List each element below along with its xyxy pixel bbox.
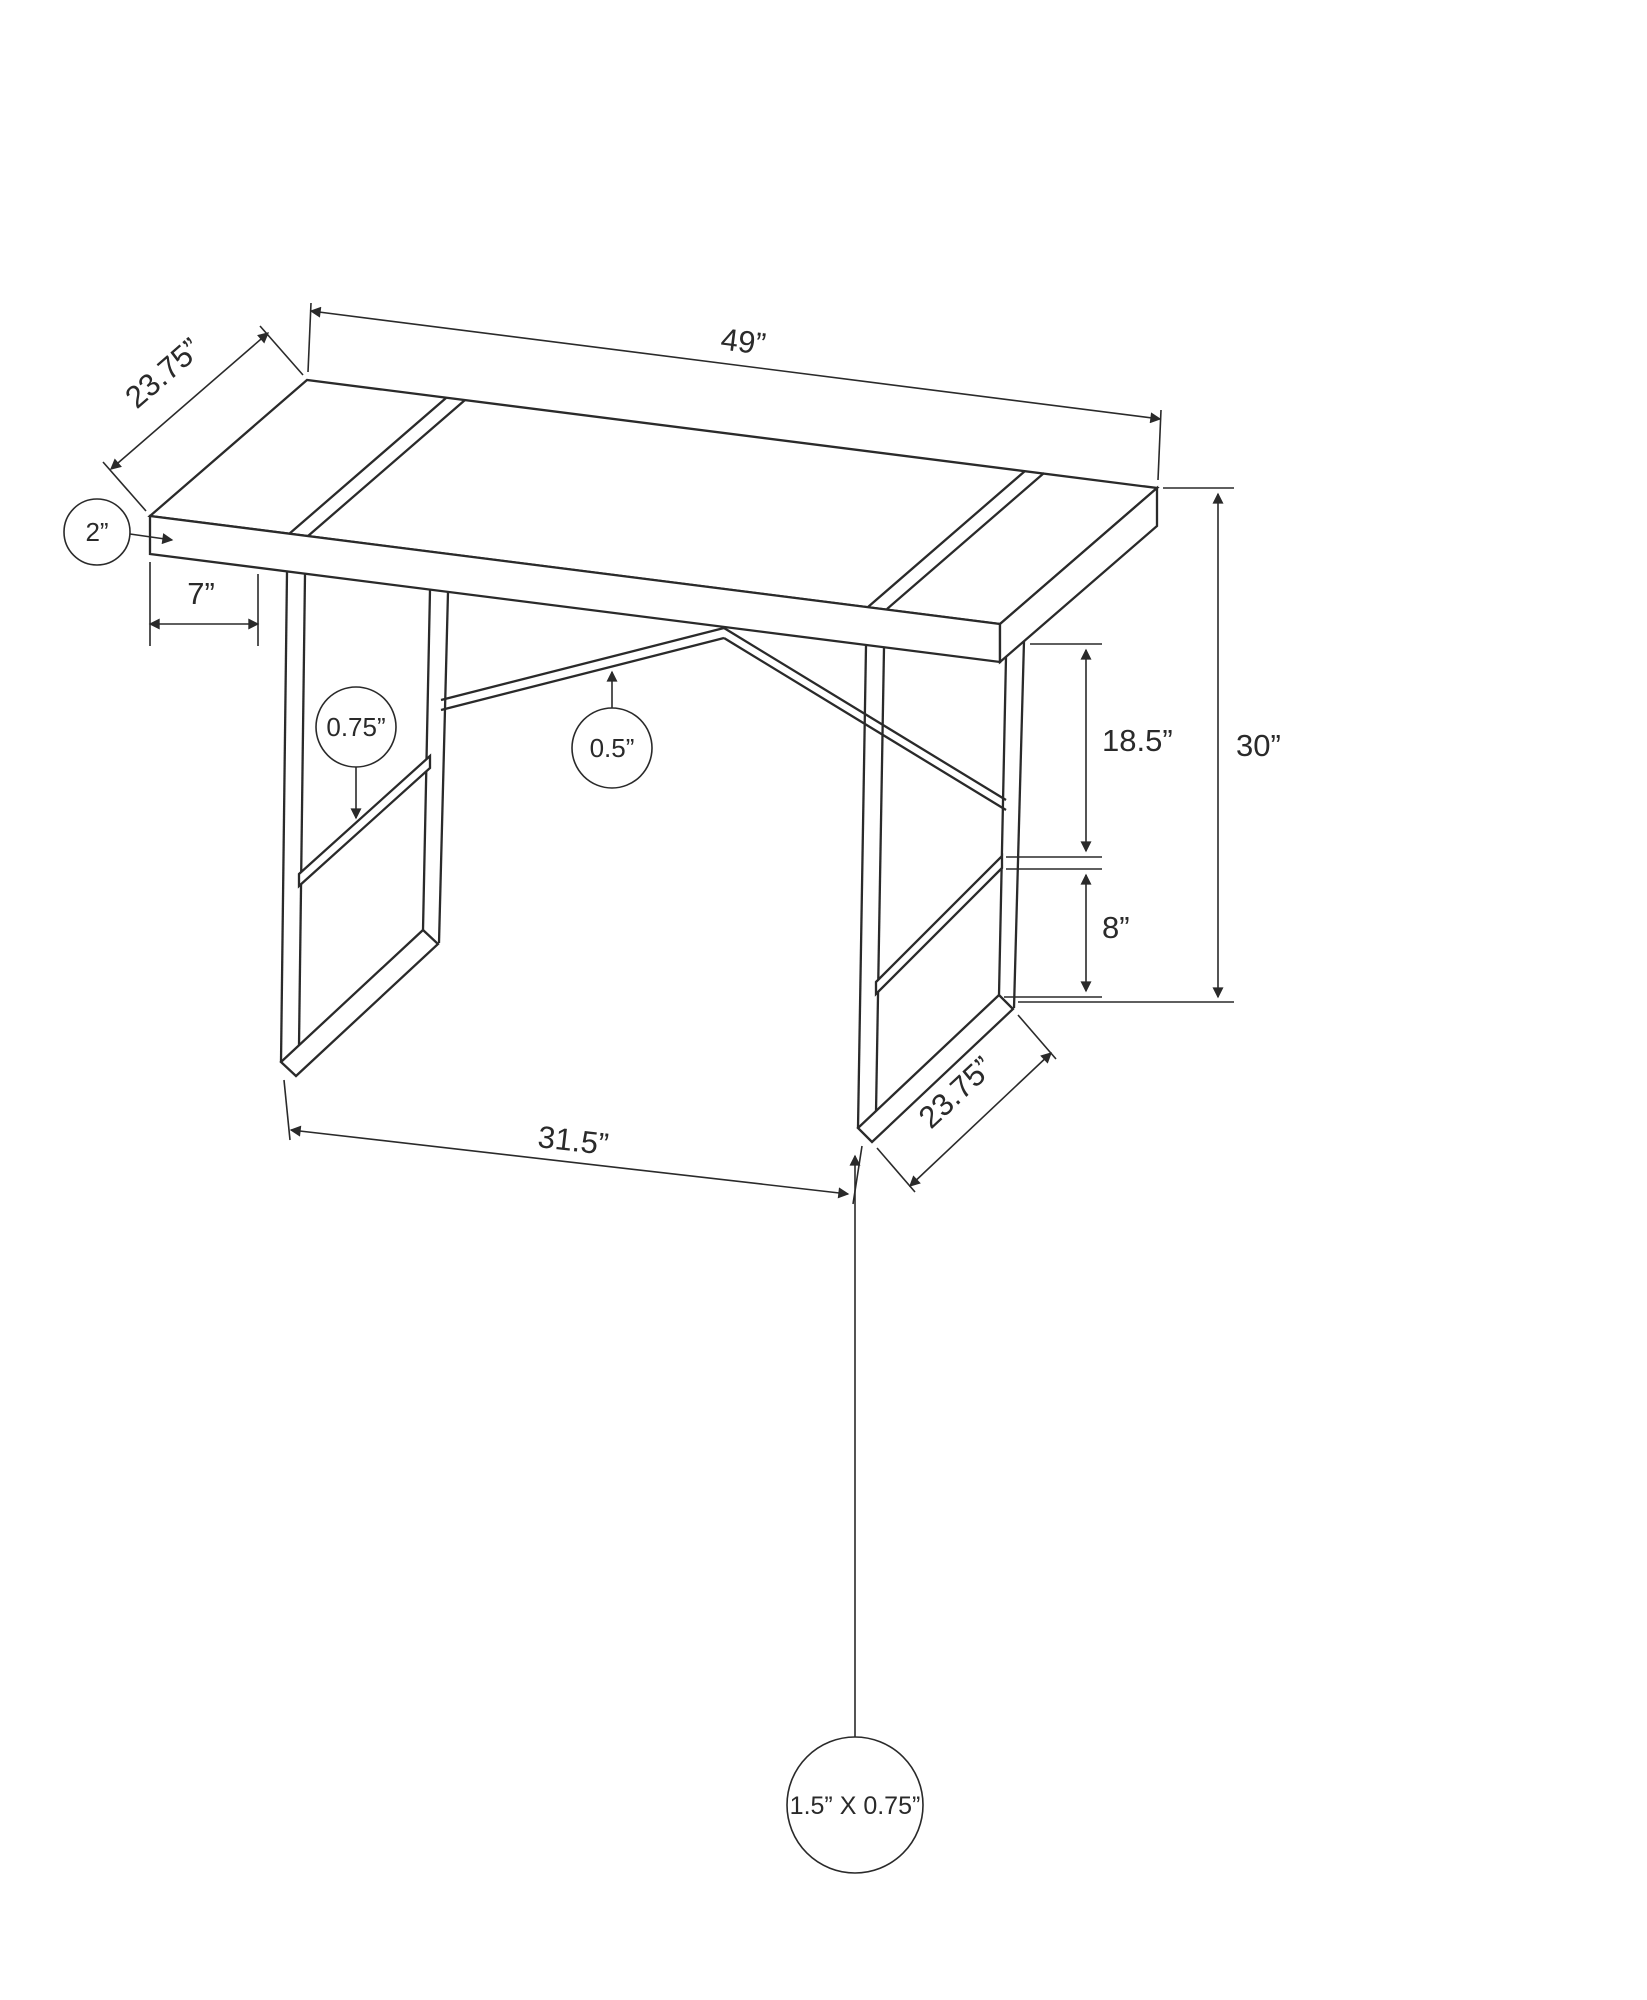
dim-overall-height: 30” <box>1018 487 1281 1003</box>
right-back-post-outer <box>1012 640 1026 1009</box>
dim-label-top-depth: 23.75” <box>118 331 207 415</box>
right-front-post-inner <box>874 647 886 1113</box>
dim-line <box>309 306 1162 424</box>
ext-line <box>1017 1014 1057 1060</box>
left-leg-frame <box>279 571 450 1078</box>
right-leg-frame <box>856 640 1026 1144</box>
dim-label-top-to-crossbar: 18.5” <box>1102 723 1173 758</box>
dim-label-top-thickness: 2” <box>85 517 108 547</box>
callout-circle-tube <box>786 1736 924 1874</box>
dim-label-crossbar-thickness: 0.75” <box>326 712 385 742</box>
dim-label-crossbar-to-floor: 8” <box>1102 910 1130 945</box>
ext-line <box>1157 409 1162 481</box>
dim-label-tube-profile: 1.5” X 0.75” <box>790 1792 921 1820</box>
right-front-post-outer <box>856 645 868 1129</box>
brace-left-upper <box>440 626 725 702</box>
desk-top <box>147 378 1160 665</box>
dim-leg-clearance: 31.5” <box>283 1079 863 1205</box>
dim-label-overall-height: 30” <box>1236 728 1281 763</box>
right-back-post-inner <box>997 656 1008 996</box>
dim-top-to-crossbar: 18.5” <box>1006 643 1173 858</box>
brace-right-lower <box>723 637 1007 811</box>
dim-brace-thickness: 0.5” <box>571 670 653 789</box>
left-leg-crossbar <box>297 753 432 889</box>
brace-left-lower <box>440 636 725 712</box>
ext-line <box>102 461 147 512</box>
ext-line <box>876 1147 916 1193</box>
center-brace <box>440 626 1007 811</box>
dim-crossbar-to-floor: 8” <box>1004 868 1130 998</box>
dim-label-leg-clearance: 31.5” <box>536 1119 610 1162</box>
right-leg-crossbar <box>874 853 1004 997</box>
brace-right-upper <box>723 627 1007 801</box>
desk-drawing <box>147 378 1160 1144</box>
left-back-post-outer <box>437 591 450 944</box>
dim-crossbar-thickness: 0.75” <box>315 686 397 820</box>
desk-top-side-edge <box>998 485 1159 665</box>
left-leg-foot <box>279 928 440 1078</box>
dim-top-thickness: 2” <box>63 498 174 566</box>
ext-line <box>283 1079 291 1141</box>
dim-line <box>289 1125 850 1199</box>
dim-label-brace-thickness: 0.5” <box>590 733 635 763</box>
ext-line <box>307 302 312 373</box>
left-front-post-inner <box>297 573 307 1047</box>
dim-label-end-overhang: 7” <box>187 576 215 611</box>
callout-circle-thickness <box>63 498 131 566</box>
right-frame-top-line-inner <box>867 470 1026 608</box>
dim-line <box>110 332 269 470</box>
dim-label-top-length: 49” <box>719 321 768 361</box>
dim-end-overhang: 7” <box>148 562 260 646</box>
left-front-post-outer <box>279 571 289 1063</box>
dim-line <box>909 1052 1052 1187</box>
right-frame-top-line-outer <box>886 472 1045 610</box>
dim-tube-profile: 1.5” X 0.75” <box>786 1154 924 1874</box>
leader-arrow <box>129 533 174 545</box>
dim-top-length: 49” <box>307 302 1162 481</box>
